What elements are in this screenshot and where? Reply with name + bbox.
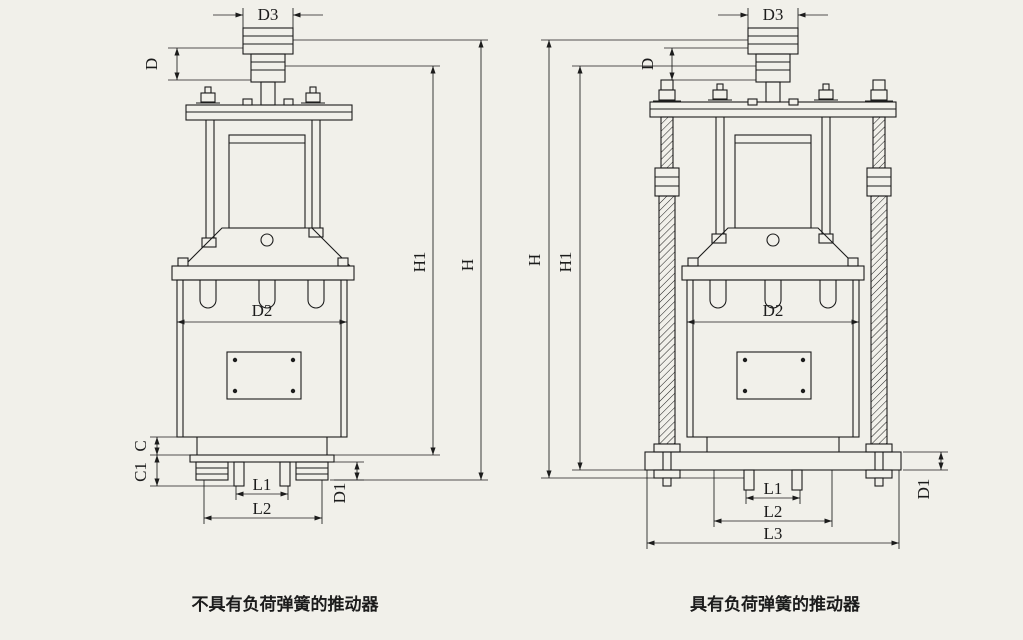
- dim-label-h1-left: H1: [410, 252, 429, 273]
- housing-body: [176, 279, 348, 438]
- dim-c-left: C: [131, 436, 190, 456]
- dim-l2-left: L2: [203, 480, 323, 524]
- dim-label-l3-right: L3: [764, 524, 783, 543]
- dim-label-h-right: H: [525, 254, 544, 266]
- dim-l2-right: L2: [713, 470, 833, 527]
- housing-body-r: [686, 279, 860, 438]
- base-and-clevis: [189, 437, 335, 487]
- top-plate-r: [649, 79, 897, 118]
- dim-d-left: D: [142, 47, 251, 81]
- caption-right: 具有负荷弹簧的推动器: [689, 594, 861, 614]
- dim-l1-right: L1: [745, 479, 801, 504]
- dim-label-c1-left: C1: [131, 462, 150, 482]
- dim-d-right: D: [638, 47, 756, 81]
- dim-h1-right: H1: [556, 65, 756, 471]
- dim-l1-left: L1: [235, 475, 289, 500]
- load-spring-left: [653, 116, 681, 487]
- dim-d3-right: D3: [718, 5, 828, 30]
- dim-label-d2-left: D2: [252, 301, 273, 320]
- dim-l3-right: L3: [646, 470, 900, 549]
- dim-d2-right: D2: [687, 301, 859, 325]
- dim-label-d2-right: D2: [763, 301, 784, 320]
- dim-d3-left: D3: [213, 5, 323, 30]
- spring-crossbar: [644, 437, 902, 491]
- dim-label-d1-right: D1: [914, 479, 933, 500]
- dim-d1-right: D1: [903, 451, 948, 500]
- dim-label-l1-left: L1: [253, 475, 272, 494]
- dim-label-d-left: D: [142, 58, 161, 70]
- dim-d2-left: D2: [177, 301, 347, 325]
- piston-rod-coupling-r: [747, 27, 799, 103]
- dim-label-l1-right: L1: [764, 479, 783, 498]
- guide-rods: [201, 120, 324, 248]
- dim-label-d-right: D: [638, 58, 657, 70]
- lift-cylinder-r: [734, 134, 812, 229]
- load-spring-right: [865, 116, 893, 487]
- dim-h1-left: H1: [285, 65, 440, 456]
- caption-left: 不具有负荷弹簧的推动器: [192, 594, 380, 614]
- right-figure: D3 D D2 H H1: [525, 5, 948, 614]
- guide-rods-r: [711, 117, 834, 244]
- dim-label-d3-right: D3: [763, 5, 784, 24]
- top-plate: [185, 86, 353, 121]
- dim-c1-left: C1: [131, 455, 234, 487]
- dim-d1-left: D1: [330, 461, 364, 504]
- lift-cylinder: [228, 134, 306, 229]
- left-figure: D3 D D2 C C1: [131, 5, 488, 614]
- dim-label-c-left: C: [131, 440, 150, 451]
- dim-label-h-left: H: [458, 259, 477, 271]
- dim-label-h1-right: H1: [556, 252, 575, 273]
- dim-label-l2-left: L2: [253, 499, 272, 518]
- piston-rod-coupling: [242, 27, 294, 106]
- dim-label-l2-right: L2: [764, 502, 783, 521]
- dim-h-left: H: [293, 39, 488, 481]
- dim-label-d3-left: D3: [258, 5, 279, 24]
- dim-h-right: H: [525, 39, 748, 479]
- dim-label-d1-left: D1: [330, 483, 349, 504]
